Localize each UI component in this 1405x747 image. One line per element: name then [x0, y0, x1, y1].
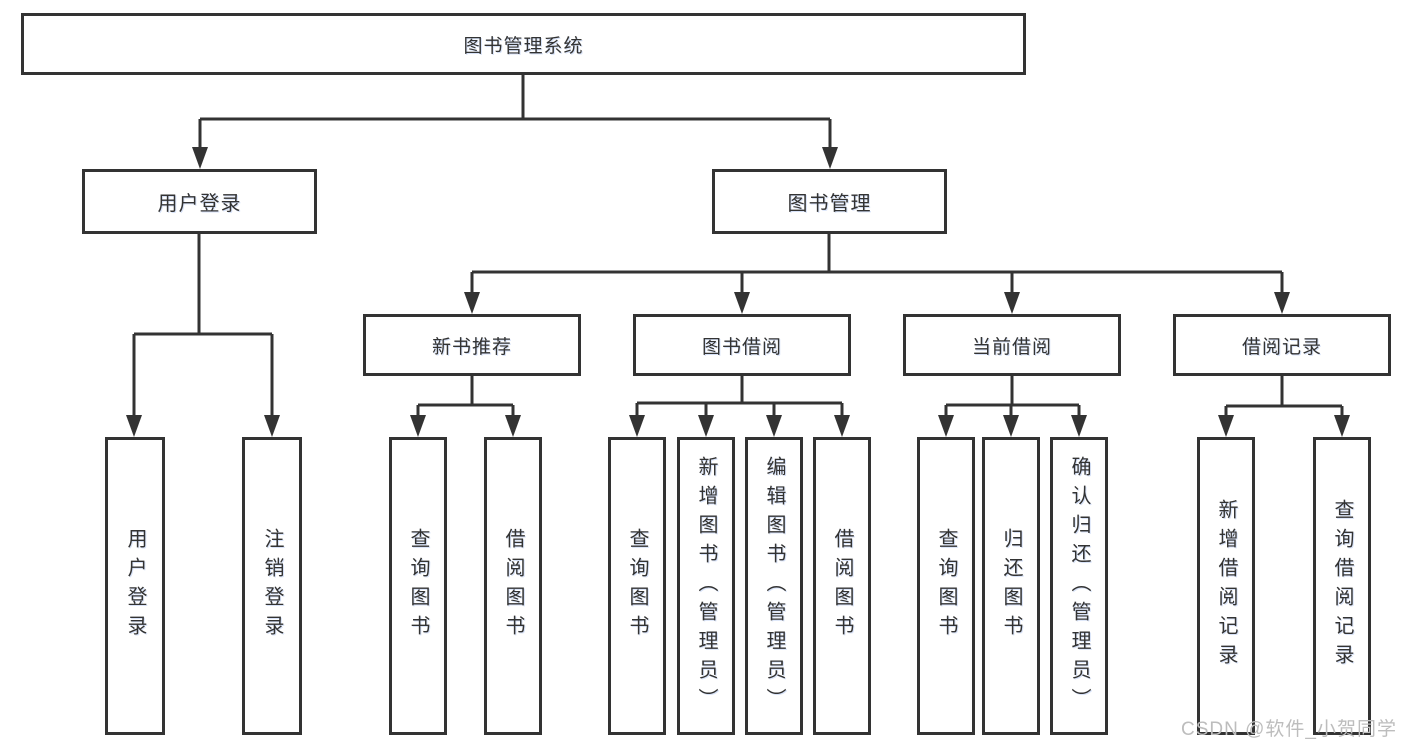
leaf-label: 借阅图书: [831, 528, 853, 644]
leaf-label: 查询图书: [407, 528, 429, 644]
leaf-label: 借阅图书: [502, 528, 524, 644]
node-book-management-label: 图书管理: [787, 193, 872, 215]
leaf-label: 确认归还（管理员）: [1068, 455, 1090, 717]
leaf-user-login: 用户登录: [105, 437, 165, 735]
node-root-label: 图书管理系统: [463, 35, 584, 57]
leaf-label: 新增图书（管理员）: [695, 455, 717, 717]
node-borrow-records-label: 借阅记录: [1241, 336, 1322, 358]
leaf-borrow-query-books: 查询图书: [608, 437, 666, 735]
leaf-logout-label: 注销登录: [261, 528, 283, 644]
node-root-system: 图书管理系统: [21, 13, 1026, 75]
node-new-book-recommend: 新书推荐: [363, 314, 581, 376]
leaf-edit-books-admin: 编辑图书（管理员）: [745, 437, 803, 735]
leaf-label: 归还图书: [1000, 528, 1022, 644]
leaf-label: 新增借阅记录: [1215, 499, 1237, 673]
leaf-user-login-label: 用户登录: [124, 528, 146, 644]
leaf-recommend-query-books: 查询图书: [389, 437, 447, 735]
node-new-book-recommend-label: 新书推荐: [431, 336, 512, 358]
leaf-label: 查询图书: [935, 528, 957, 644]
leaf-query-borrow-record: 查询借阅记录: [1313, 437, 1371, 735]
node-current-borrow: 当前借阅: [903, 314, 1121, 376]
arrowheads: [126, 147, 1350, 437]
leaf-label: 查询借阅记录: [1331, 499, 1353, 673]
node-book-management: 图书管理: [712, 169, 947, 234]
leaf-borrow-books: 借阅图书: [813, 437, 871, 735]
leaf-logout: 注销登录: [242, 437, 302, 735]
leaf-add-borrow-record: 新增借阅记录: [1197, 437, 1255, 735]
leaf-current-query-books: 查询图书: [917, 437, 975, 735]
leaf-add-books-admin: 新增图书（管理员）: [677, 437, 735, 735]
leaf-recommend-borrow-books: 借阅图书: [484, 437, 542, 735]
leaf-label: 编辑图书（管理员）: [763, 455, 785, 717]
node-borrow-records: 借阅记录: [1173, 314, 1391, 376]
node-book-borrow-label: 图书借阅: [701, 336, 782, 358]
leaf-label: 查询图书: [626, 528, 648, 644]
node-user-login: 用户登录: [82, 169, 317, 234]
node-book-borrow: 图书借阅: [633, 314, 851, 376]
leaf-confirm-return-admin: 确认归还（管理员）: [1050, 437, 1108, 735]
node-user-login-label: 用户登录: [157, 193, 242, 215]
csdn-watermark: CSDN @软件_小贺同学: [1181, 719, 1397, 740]
node-current-borrow-label: 当前借阅: [971, 336, 1052, 358]
leaf-return-books: 归还图书: [982, 437, 1040, 735]
